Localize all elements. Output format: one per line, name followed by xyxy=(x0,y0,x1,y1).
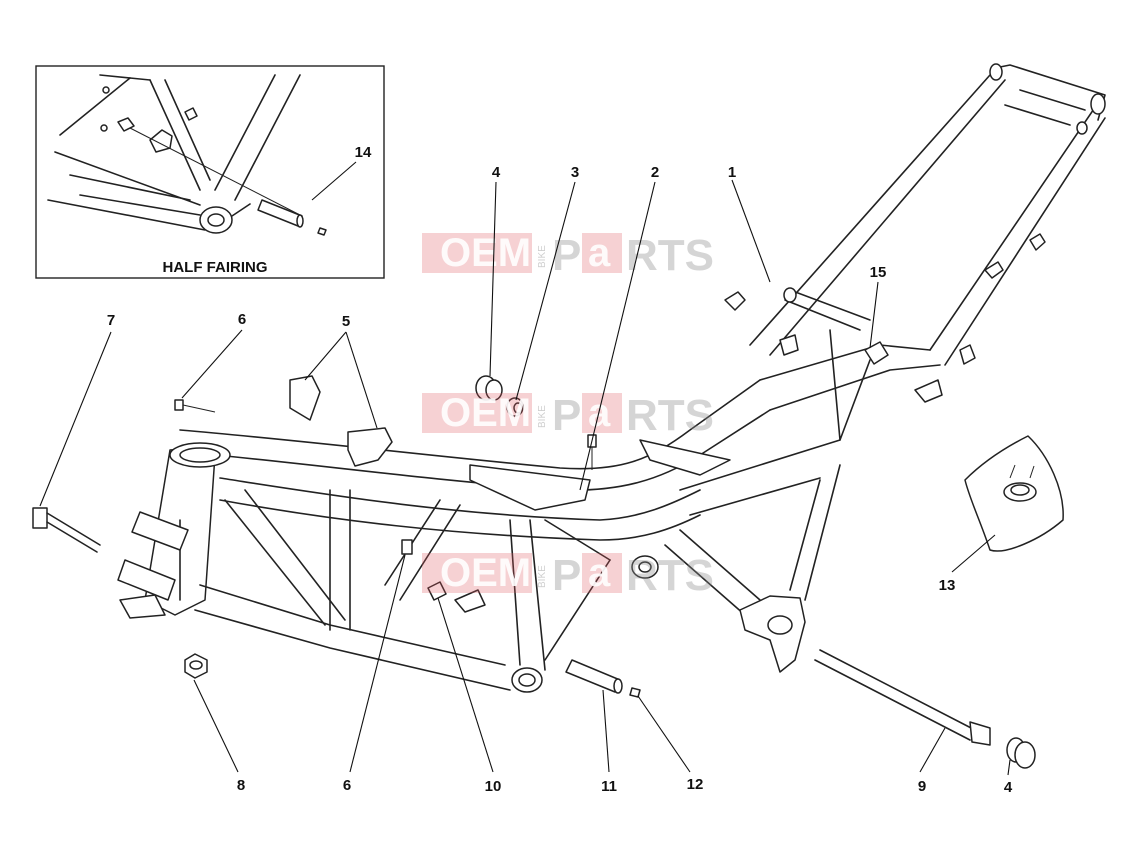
part-7-bolt xyxy=(32,507,101,553)
svg-text:P: P xyxy=(552,551,581,600)
part-4-plug-bottom xyxy=(1006,737,1036,769)
part-front-stand-bushings xyxy=(117,511,189,619)
svg-text:P: P xyxy=(552,391,581,440)
part-5-cover-left xyxy=(289,375,321,421)
callout-6-top: 6 xyxy=(238,311,246,328)
svg-text:a: a xyxy=(588,391,611,435)
watermark-bottom: OEM BIKE P a RTS xyxy=(422,551,714,600)
svg-text:OEM: OEM xyxy=(440,231,531,275)
callout-1: 1 xyxy=(728,164,736,181)
part-6-screw-top xyxy=(174,399,216,413)
callout-2: 2 xyxy=(651,164,659,181)
callout-14: 14 xyxy=(355,144,372,161)
part-13-fuel-fitting xyxy=(964,435,1064,552)
svg-text:OEM: OEM xyxy=(440,391,531,435)
svg-text:RTS: RTS xyxy=(626,231,714,280)
svg-text:P: P xyxy=(552,231,581,280)
part-6-screw-bottom xyxy=(401,539,413,555)
callout-numbers: 1 2 3 4 15 7 6 5 13 8 6 10 11 12 9 4 xyxy=(107,164,1013,796)
watermark-top: OEM BIKE P a RTS xyxy=(422,231,714,280)
half-fairing-inset: 14 HALF FAIRING xyxy=(35,65,385,279)
svg-text:BIKE: BIKE xyxy=(537,565,548,588)
callout-10: 10 xyxy=(485,778,502,795)
part-10-clip xyxy=(427,581,486,613)
part-12-screw xyxy=(629,687,641,698)
inset-frame-drawing xyxy=(47,74,327,236)
callout-3: 3 xyxy=(571,164,579,181)
callout-7: 7 xyxy=(107,312,115,329)
svg-text:a: a xyxy=(588,551,611,595)
callout-6-bottom: 6 xyxy=(343,777,351,794)
svg-text:OEM: OEM xyxy=(440,551,531,595)
svg-text:BIKE: BIKE xyxy=(537,405,548,428)
svg-text:RTS: RTS xyxy=(626,391,714,440)
svg-text:a: a xyxy=(588,231,611,275)
part-11-spacer xyxy=(565,659,623,694)
callout-12: 12 xyxy=(687,776,704,793)
part-4-rubber-grommet xyxy=(475,375,503,401)
svg-text:BIKE: BIKE xyxy=(537,245,548,268)
watermark-middle: OEM BIKE P a RTS xyxy=(422,391,714,440)
callout-5: 5 xyxy=(342,313,350,330)
leader-lines xyxy=(39,179,1011,776)
svg-text:RTS: RTS xyxy=(626,551,714,600)
callout-4-top: 4 xyxy=(492,164,501,181)
part-15-clamp xyxy=(864,341,889,365)
inset-caption: HALF FAIRING xyxy=(163,259,268,276)
part-8-nut xyxy=(184,653,208,679)
callout-13: 13 xyxy=(939,577,956,594)
callout-4-bottom: 4 xyxy=(1004,779,1013,796)
callout-11: 11 xyxy=(601,778,617,795)
part-5-cover-right xyxy=(347,427,393,467)
callout-9: 9 xyxy=(918,778,926,795)
part-3-bush xyxy=(506,397,524,417)
callout-8: 8 xyxy=(237,777,245,794)
part-9-pivot-shaft xyxy=(814,649,991,746)
callout-15: 15 xyxy=(870,264,887,281)
